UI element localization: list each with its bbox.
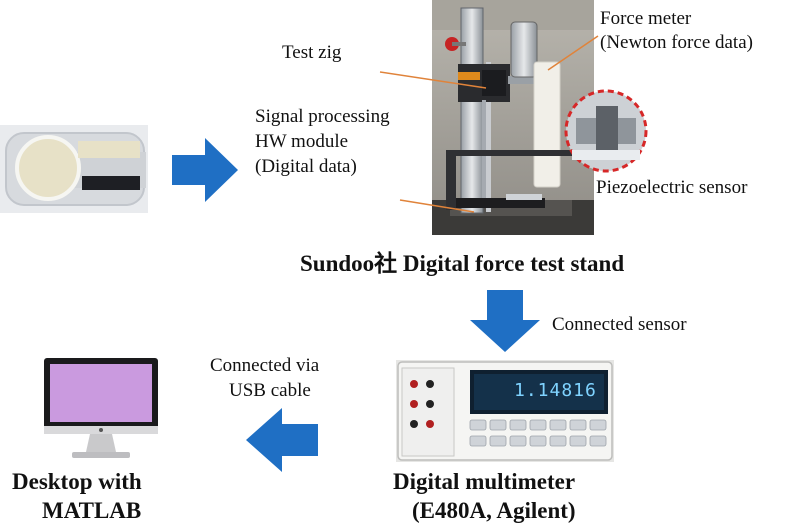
multimeter-display-value: 1.14816 <box>514 380 597 401</box>
leader-signal-module <box>399 199 475 213</box>
leader-lines <box>379 35 599 213</box>
leader-force-meter <box>547 35 599 71</box>
monitor-icon <box>44 358 158 458</box>
signal-module-label-3: (Digital data) <box>255 156 357 177</box>
desktop-label-1: Desktop with <box>12 469 142 494</box>
leader-test-zig <box>379 71 487 89</box>
signal-module-label-1: Signal processing <box>255 106 390 127</box>
down-arrow-icon <box>470 290 540 352</box>
desktop-label-2: MATLAB <box>42 498 142 523</box>
piezo-label: Piezoelectric sensor <box>596 177 748 198</box>
right-arrow-icon <box>172 138 238 202</box>
left-arrow-icon <box>246 408 318 472</box>
connected-sensor-label: Connected sensor <box>552 314 687 335</box>
force-meter-sublabel: (Newton force data) <box>600 32 753 53</box>
test-stand-photo <box>432 0 594 235</box>
test-stand-title: Sundoo社 Digital force test stand <box>300 251 625 276</box>
multimeter-label-2: (E480A, Agilent) <box>412 498 576 523</box>
usb-label-1: Connected via <box>210 355 320 376</box>
test-zig-label: Test zig <box>282 42 342 63</box>
usb-label-2: USB cable <box>229 380 311 401</box>
signal-module-label-2: HW module <box>255 131 349 152</box>
force-meter-label: Force meter <box>600 8 692 29</box>
multimeter-label-1: Digital multimeter <box>393 469 576 494</box>
piezo-sensor-photo <box>0 125 148 213</box>
piezo-inset <box>564 89 648 173</box>
multimeter-photo <box>396 360 614 462</box>
